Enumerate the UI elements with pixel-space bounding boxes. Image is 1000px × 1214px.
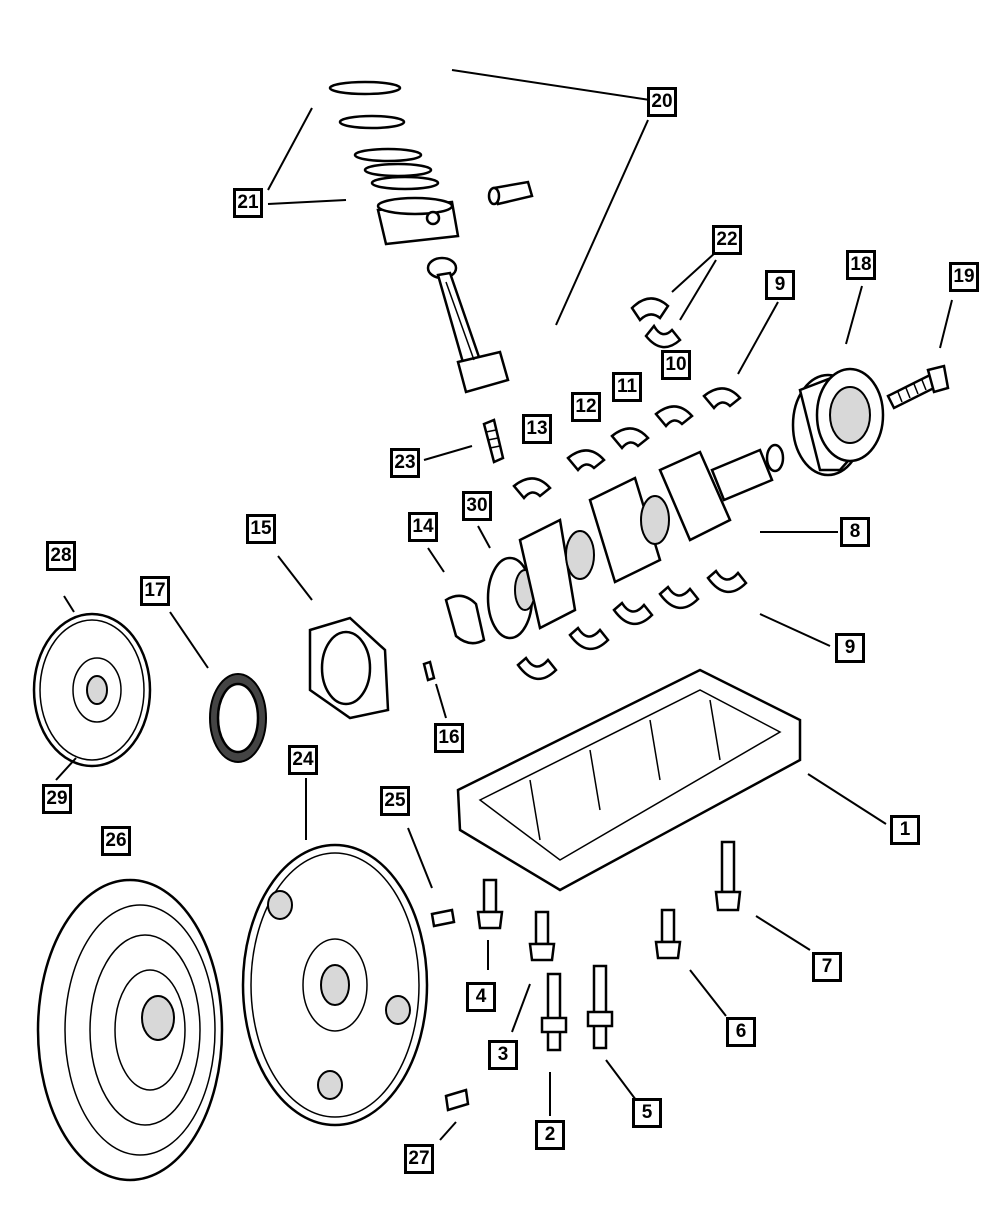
- callout-9-upper: 9: [765, 270, 795, 300]
- callout-15: 15: [246, 514, 276, 544]
- leader-lines: [55, 69, 953, 1141]
- callout-9-lower: 9: [835, 633, 865, 663]
- vibration-damper: [791, 367, 885, 477]
- lower-main-bearings: [516, 569, 748, 680]
- crankshaft: [486, 443, 785, 640]
- callout-14: 14: [408, 512, 438, 542]
- callout-22: 22: [712, 225, 742, 255]
- dowel-pin: [422, 660, 436, 682]
- callout-20: 20: [647, 87, 677, 117]
- callout-12: 12: [571, 392, 601, 422]
- callout-27: 27: [404, 1144, 434, 1174]
- callout-2: 2: [535, 1120, 565, 1150]
- callout-21: 21: [233, 188, 263, 218]
- callout-18: 18: [846, 250, 876, 280]
- rod-bolt: [482, 418, 505, 464]
- callout-11: 11: [612, 372, 642, 402]
- callout-7: 7: [812, 952, 842, 982]
- upper-main-bearings: [512, 387, 742, 500]
- callout-24: 24: [288, 745, 318, 775]
- callout-8: 8: [840, 517, 870, 547]
- thrust-washer: [444, 594, 486, 645]
- piston-pin: [487, 180, 534, 206]
- bedplate: [456, 668, 802, 892]
- rod-bearings: [630, 297, 682, 349]
- piston-rings: [328, 80, 440, 191]
- callout-5: 5: [632, 1098, 662, 1128]
- flexplate-large: [241, 843, 429, 1127]
- callout-10: 10: [661, 350, 691, 380]
- callout-17: 17: [140, 576, 170, 606]
- damper-bolt: [886, 364, 950, 410]
- callout-6: 6: [726, 1017, 756, 1047]
- torque-converter: [36, 878, 224, 1182]
- callout-16: 16: [434, 723, 464, 753]
- callout-28: 28: [46, 541, 76, 571]
- tone-wheel: [308, 616, 390, 720]
- callout-3: 3: [488, 1040, 518, 1070]
- callout-23: 23: [390, 448, 420, 478]
- rear-main-seal: [209, 673, 267, 763]
- callout-13: 13: [522, 414, 552, 444]
- callout-25: 25: [380, 786, 410, 816]
- callout-4: 4: [466, 982, 496, 1012]
- callout-30: 30: [462, 491, 492, 521]
- callout-1: 1: [890, 815, 920, 845]
- bolts: [430, 840, 742, 1112]
- connecting-rod: [426, 256, 510, 394]
- flexplate-small: [32, 612, 152, 768]
- piston: [376, 196, 460, 246]
- callout-19: 19: [949, 262, 979, 292]
- callout-29: 29: [42, 784, 72, 814]
- callout-26: 26: [101, 826, 131, 856]
